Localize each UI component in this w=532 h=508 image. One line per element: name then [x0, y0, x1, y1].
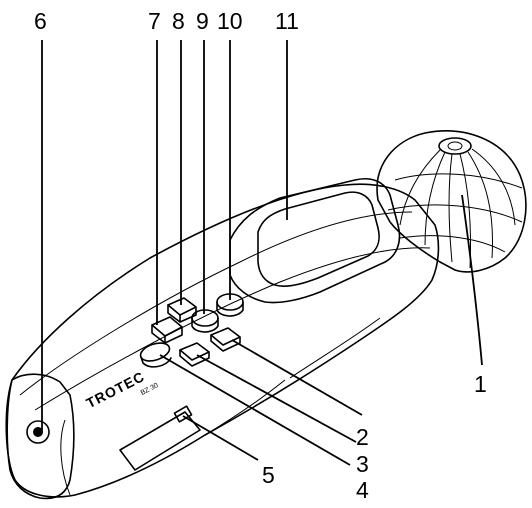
- leader-lines: [41, 40, 483, 466]
- button-4[interactable]: [138, 340, 172, 368]
- device-body: [5, 183, 440, 498]
- callout-8: 8: [172, 8, 185, 34]
- callout-labels: 6 7 8 9 10 11 1 2 3 4 5: [34, 8, 487, 503]
- brand-logo-text: TROTEC: [83, 368, 147, 411]
- callout-2: 2: [356, 424, 369, 450]
- charging-socket-pin-icon: [33, 427, 43, 437]
- brand-logo: TROTEC BZ 30: [83, 368, 159, 411]
- button-2[interactable]: [210, 327, 241, 352]
- button-3[interactable]: [179, 342, 210, 367]
- callout-4: 4: [356, 477, 369, 503]
- button-8[interactable]: [167, 297, 197, 323]
- charging-socket-icon: [26, 420, 50, 444]
- callout-7: 7: [148, 8, 161, 34]
- display: [229, 178, 401, 304]
- sensor-sphere: [376, 130, 527, 273]
- callout-5: 5: [262, 462, 275, 488]
- callout-10: 10: [217, 8, 243, 34]
- callout-11: 11: [275, 8, 299, 34]
- callout-9: 9: [196, 8, 209, 34]
- button-9[interactable]: [191, 309, 219, 333]
- device-bottom-face: [6, 373, 75, 500]
- callout-1: 1: [474, 371, 487, 397]
- callout-3: 3: [356, 451, 369, 477]
- button-7[interactable]: [151, 316, 183, 344]
- callout-6: 6: [34, 8, 47, 34]
